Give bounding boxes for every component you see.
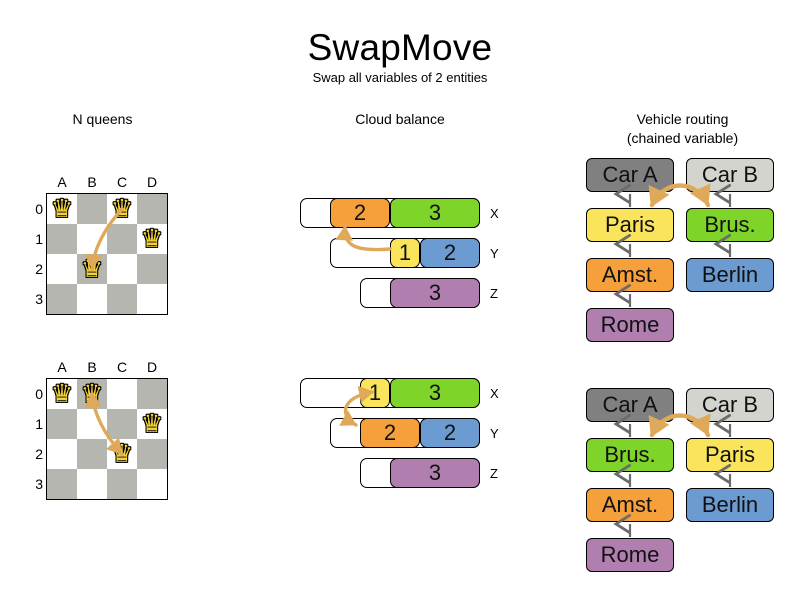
- board-cell[interactable]: [107, 379, 137, 409]
- cloud-process-segment[interactable]: 3: [390, 198, 480, 228]
- cloud-process-segment[interactable]: 1: [390, 238, 420, 268]
- queen-piece[interactable]: ♛: [140, 410, 164, 438]
- cloud-row-label: Y: [490, 426, 499, 441]
- board-cell[interactable]: [77, 194, 107, 224]
- board-cell[interactable]: [107, 409, 137, 439]
- board-cell[interactable]: [47, 224, 77, 254]
- cloud-process-segment[interactable]: 3: [390, 378, 480, 408]
- route-node[interactable]: Car B: [686, 158, 774, 192]
- board-cell[interactable]: [47, 469, 77, 499]
- board-file-label: D: [146, 174, 158, 190]
- board-cell[interactable]: [77, 284, 107, 314]
- queen-piece[interactable]: ♛: [80, 255, 104, 283]
- board-cell[interactable]: [77, 409, 107, 439]
- cloud-row-label: Y: [490, 246, 499, 261]
- queen-piece[interactable]: ♛: [140, 225, 164, 253]
- board-rank-label: 3: [35, 476, 43, 492]
- queen-piece[interactable]: ♛: [110, 440, 134, 468]
- route-node[interactable]: Car A: [586, 388, 674, 422]
- board-cell[interactable]: [137, 379, 167, 409]
- board-cell[interactable]: [137, 439, 167, 469]
- board-cell[interactable]: [77, 469, 107, 499]
- route-node[interactable]: Brus.: [586, 438, 674, 472]
- board-rank-label: 3: [35, 291, 43, 307]
- route-node[interactable]: Amst.: [586, 258, 674, 292]
- board-cell[interactable]: [47, 439, 77, 469]
- route-node[interactable]: Paris: [686, 438, 774, 472]
- queen-piece[interactable]: ♛: [50, 195, 74, 223]
- board-cell[interactable]: [107, 284, 137, 314]
- page-title: SwapMove: [307, 27, 493, 68]
- board-file-label: C: [116, 174, 128, 190]
- route-node[interactable]: Paris: [586, 208, 674, 242]
- route-node[interactable]: Amst.: [586, 488, 674, 522]
- board-file-label: A: [57, 359, 67, 375]
- board-cell[interactable]: [137, 469, 167, 499]
- board-cell[interactable]: [47, 284, 77, 314]
- board-cell[interactable]: [77, 439, 107, 469]
- board-file-label: D: [146, 359, 158, 375]
- board-cell[interactable]: [47, 194, 77, 224]
- section-title-vehicle-routing: Vehicle routing (chained variable): [570, 110, 795, 148]
- board-rank-label: 1: [35, 416, 43, 432]
- route-node[interactable]: Berlin: [686, 258, 774, 292]
- route-node[interactable]: Car B: [686, 388, 774, 422]
- board-cell[interactable]: [107, 254, 137, 284]
- section-title-cloud-balance: Cloud balance: [355, 111, 445, 127]
- board-file-label: B: [87, 174, 97, 190]
- section-title-nqueens: N queens: [72, 111, 133, 127]
- cloud-process-segment[interactable]: 3: [390, 278, 480, 308]
- board-file-label: B: [87, 359, 97, 375]
- route-node[interactable]: Berlin: [686, 488, 774, 522]
- cloud-process-segment[interactable]: 3: [390, 458, 480, 488]
- cloud-row-label: X: [490, 386, 499, 401]
- board-cell[interactable]: [107, 224, 137, 254]
- board-cell[interactable]: [107, 469, 137, 499]
- board-cell[interactable]: [137, 284, 167, 314]
- queen-piece[interactable]: ♛: [80, 380, 104, 408]
- route-node[interactable]: Rome: [586, 308, 674, 342]
- cloud-process-segment[interactable]: 2: [360, 418, 420, 448]
- queen-piece[interactable]: ♛: [50, 380, 74, 408]
- vehicle-title-line-2: (chained variable): [626, 130, 739, 146]
- route-node[interactable]: Car A: [586, 158, 674, 192]
- cloud-process-segment[interactable]: 2: [330, 198, 390, 228]
- vehicle-title-line-1: Vehicle routing: [636, 111, 729, 127]
- board-cell[interactable]: [47, 379, 77, 409]
- queen-piece[interactable]: ♛: [110, 195, 134, 223]
- board-rank-label: 2: [35, 446, 43, 462]
- board-cell[interactable]: [137, 194, 167, 224]
- board-cell[interactable]: [137, 254, 167, 284]
- route-node[interactable]: Brus.: [686, 208, 774, 242]
- cloud-row-label: X: [490, 206, 499, 221]
- board-cell[interactable]: [47, 254, 77, 284]
- cloud-process-segment[interactable]: 2: [420, 238, 480, 268]
- route-node[interactable]: Rome: [586, 538, 674, 572]
- cloud-process-segment[interactable]: 2: [420, 418, 480, 448]
- board-file-label: C: [116, 359, 128, 375]
- board-cell[interactable]: [137, 224, 167, 254]
- cloud-row-label: Z: [490, 286, 498, 301]
- board-rank-label: 0: [35, 386, 43, 402]
- board-cell[interactable]: [47, 409, 77, 439]
- board-file-label: A: [57, 174, 67, 190]
- cloud-process-segment[interactable]: 1: [360, 378, 390, 408]
- board-rank-label: 1: [35, 231, 43, 247]
- board-cell[interactable]: [137, 409, 167, 439]
- cloud-row-label: Z: [490, 466, 498, 481]
- board-rank-label: 0: [35, 201, 43, 217]
- board-rank-label: 2: [35, 261, 43, 277]
- page-subtitle: Swap all variables of 2 entities: [312, 70, 488, 85]
- board-cell[interactable]: [77, 224, 107, 254]
